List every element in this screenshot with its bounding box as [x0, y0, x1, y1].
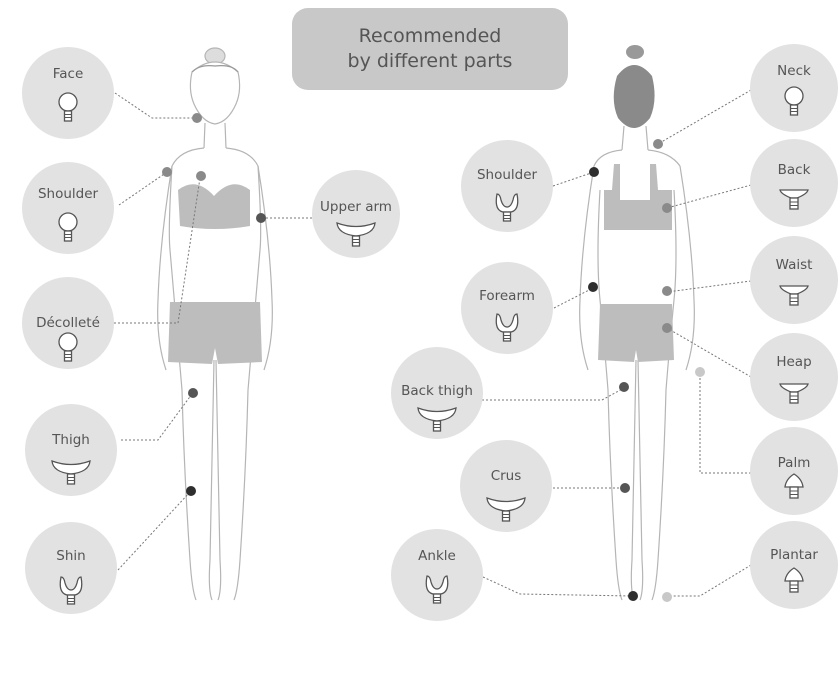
upper-arm-dot	[256, 213, 266, 223]
shoulder-dot	[162, 167, 172, 177]
front-bra	[178, 184, 250, 229]
waist-label: Waist	[776, 257, 813, 273]
back-shoulder-dot	[589, 167, 599, 177]
back-thigh-label: Back thigh	[401, 383, 473, 399]
back-bra	[604, 164, 672, 230]
plantar-dot	[662, 592, 672, 602]
back-body-figure	[579, 45, 695, 601]
front-shorts	[168, 302, 262, 364]
callout-shoulder-front: Shoulder	[22, 162, 114, 254]
thigh-dot	[188, 388, 198, 398]
ankle-dot	[628, 591, 638, 601]
callout-decollete: Décolleté	[22, 277, 114, 369]
back-shorts	[598, 304, 674, 362]
palm-dot	[695, 367, 705, 377]
callout-ankle: Ankle	[391, 529, 483, 621]
back-label: Back	[778, 162, 811, 178]
back-thigh-dot	[619, 382, 629, 392]
title-line-2: by different parts	[347, 50, 513, 72]
face-dot	[192, 113, 202, 123]
shin-dot	[186, 486, 196, 496]
front-leader-lines	[114, 92, 312, 571]
palm-label: Palm	[778, 455, 811, 471]
crus-dot	[620, 483, 630, 493]
callout-waist: Waist	[750, 236, 838, 324]
callout-palm: Palm	[750, 427, 838, 515]
heap-dot	[662, 323, 672, 333]
ankle-label: Ankle	[418, 548, 456, 564]
callout-back-thigh: Back thigh	[391, 347, 483, 439]
forearm-dot	[588, 282, 598, 292]
upper-arm-label: Upper arm	[320, 199, 392, 215]
callout-upper-arm: Upper arm	[312, 170, 400, 258]
callout-heap: Heap	[750, 333, 838, 421]
plantar-label: Plantar	[770, 547, 818, 563]
back-leader-lines	[474, 89, 752, 597]
callout-forearm: Forearm	[461, 262, 553, 354]
title-line-1: Recommended	[358, 25, 502, 47]
heap-label: Heap	[776, 354, 811, 370]
front-body-figure	[157, 47, 273, 601]
callout-face: Face	[22, 47, 114, 139]
callout-shoulder-back: Shoulder	[461, 140, 553, 232]
callout-thigh: Thigh	[25, 404, 117, 496]
waist-dot	[662, 286, 672, 296]
forearm-label: Forearm	[479, 288, 535, 304]
callout-shin: Shin	[25, 522, 117, 614]
shin-label: Shin	[56, 548, 85, 564]
neck-label: Neck	[777, 63, 811, 79]
decollete-dot	[196, 171, 206, 181]
neck-dot	[653, 139, 663, 149]
back-dot	[662, 203, 672, 213]
callout-plantar: Plantar	[750, 521, 838, 609]
callout-crus: Crus	[460, 440, 552, 532]
shoulder-front-label: Shoulder	[38, 186, 99, 202]
callout-neck: Neck	[750, 44, 838, 132]
shoulder-back-label: Shoulder	[477, 167, 538, 183]
decollete-label: Décolleté	[36, 315, 100, 331]
title-banner: Recommended by different parts	[292, 8, 568, 90]
callout-back: Back	[750, 139, 838, 227]
face-label: Face	[53, 66, 84, 82]
thigh-label: Thigh	[51, 432, 90, 448]
crus-label: Crus	[491, 468, 522, 484]
